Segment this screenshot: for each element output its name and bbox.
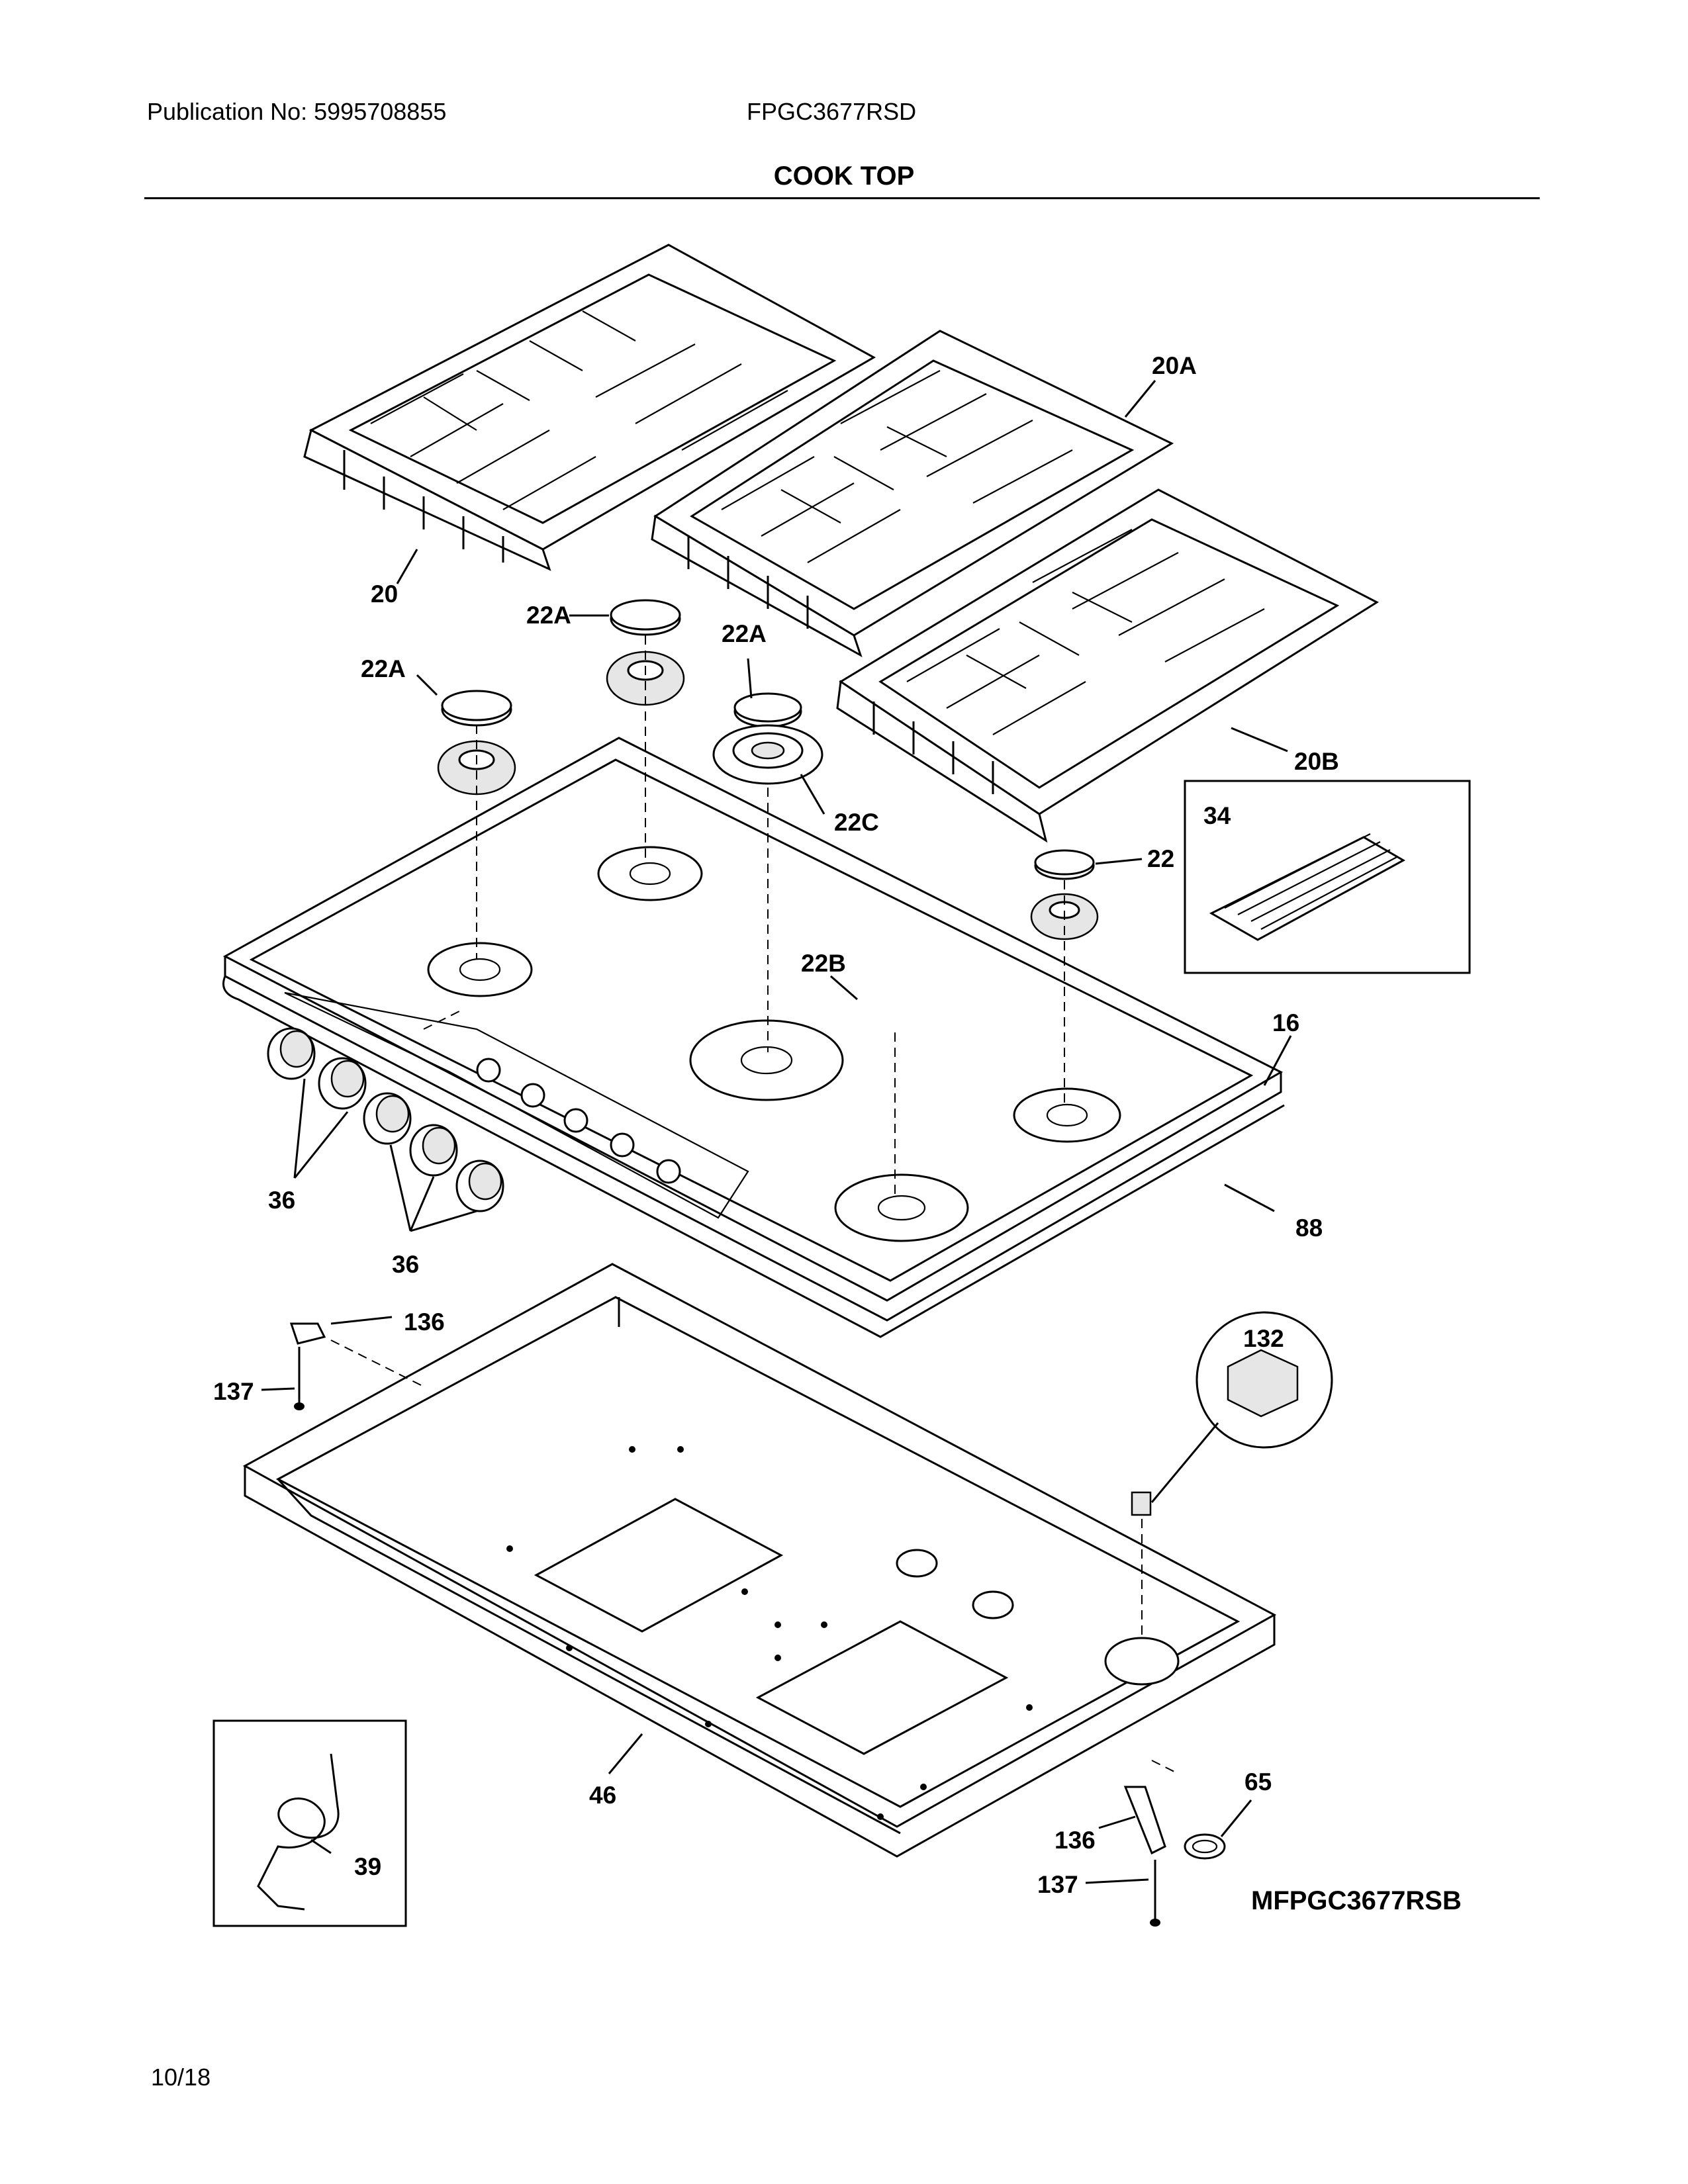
callout-88: 88 xyxy=(1295,1214,1323,1242)
grate-right xyxy=(836,488,1380,843)
spark-module-132 xyxy=(1131,1491,1152,1516)
power-cord-inset xyxy=(212,1719,407,1927)
bracket-136-left xyxy=(289,1322,326,1345)
burner-ring-22C xyxy=(712,724,823,785)
griddle-inset xyxy=(1184,780,1471,974)
callout-20A: 20A xyxy=(1152,352,1197,379)
callout-137-left: 137 xyxy=(213,1378,254,1405)
washer-65 xyxy=(1184,1833,1226,1860)
burner-box xyxy=(242,1263,1277,1858)
grate-center xyxy=(651,330,1174,658)
callout-16: 16 xyxy=(1272,1009,1299,1036)
callout-20B: 20B xyxy=(1294,748,1339,775)
callout-22A-center: 22A xyxy=(722,620,767,647)
callout-132: 132 xyxy=(1243,1325,1284,1352)
screw-137-right xyxy=(1150,1860,1160,1927)
callout-65: 65 xyxy=(1244,1768,1272,1796)
control-knobs xyxy=(267,1027,504,1212)
callout-22B: 22B xyxy=(801,950,846,977)
callout-22A-rear: 22A xyxy=(526,602,571,629)
screw-137-left xyxy=(294,1347,305,1410)
burner-cap-center xyxy=(733,692,802,728)
callout-36-upper: 36 xyxy=(268,1187,295,1214)
callout-137-right: 137 xyxy=(1037,1871,1078,1898)
section-title: COOK TOP xyxy=(773,161,915,191)
callout-22A-left: 22A xyxy=(361,655,406,682)
callout-22C: 22C xyxy=(834,809,879,836)
publication-number: Publication No: 5995708855 xyxy=(147,98,447,125)
leader-lines xyxy=(261,380,1292,1884)
callout-34: 34 xyxy=(1203,802,1231,829)
burner-cap-22 xyxy=(1034,849,1095,880)
callout-136-left: 136 xyxy=(404,1308,445,1336)
diagram-code: MFPGC3677RSB xyxy=(1251,1886,1462,1915)
callout-136-right: 136 xyxy=(1055,1827,1096,1854)
header-rule xyxy=(144,197,1540,199)
burner-cap-left xyxy=(441,690,512,727)
burner-cap-rear xyxy=(610,599,681,636)
callout-22: 22 xyxy=(1147,845,1174,872)
bracket-136-right xyxy=(1123,1786,1166,1855)
callout-20: 20 xyxy=(371,580,398,608)
revision-date: 10/18 xyxy=(151,2064,211,2091)
cooktop-panel xyxy=(222,737,1285,1338)
callout-46: 46 xyxy=(589,1782,616,1809)
model-number: FPGC3677RSD xyxy=(747,98,917,125)
callout-36-lower: 36 xyxy=(392,1251,419,1278)
grate-left xyxy=(303,244,876,571)
detail-132-circle xyxy=(1196,1311,1333,1449)
callout-39: 39 xyxy=(354,1853,381,1880)
assembly-lines xyxy=(330,635,1179,1774)
